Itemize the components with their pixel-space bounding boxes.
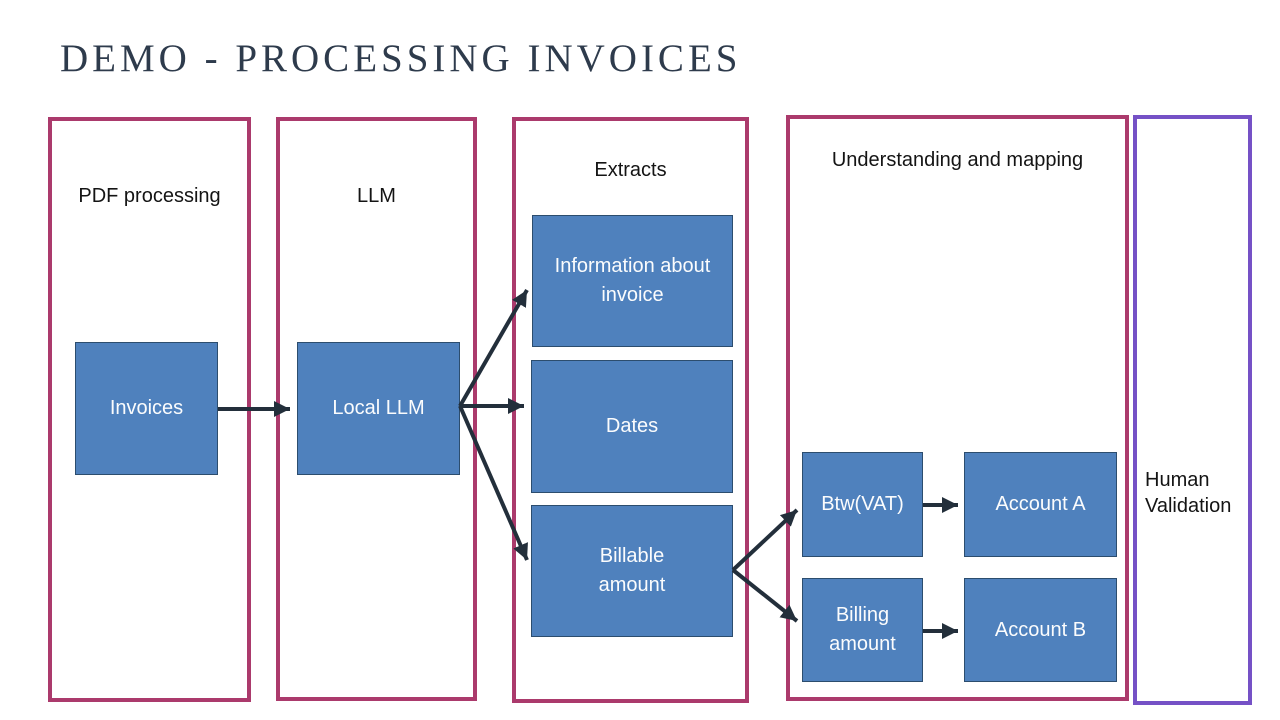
node-local-llm: Local LLM: [297, 342, 460, 475]
column-extracts-label: Extracts: [594, 159, 667, 181]
node-billing-amount: Billing amount: [802, 578, 923, 682]
node-btw-vat-label: Btw(VAT): [821, 493, 904, 515]
node-billable-amount: Billable amount: [531, 505, 733, 637]
column-pdf-processing-label: PDF processing: [78, 185, 221, 207]
column-human-validation-label: Human Validation: [1145, 469, 1232, 517]
node-dates-label: Dates: [605, 415, 659, 437]
node-account-b-label: Account B: [994, 618, 1087, 641]
node-billable-amount-label: Billable amount: [598, 545, 666, 596]
node-account-a: Account A: [964, 452, 1117, 557]
node-dates: Dates: [531, 360, 733, 493]
node-account-b: Account B: [964, 578, 1117, 682]
column-llm-label: LLM: [357, 185, 396, 207]
node-account-a-label: Account A: [995, 493, 1086, 515]
column-human-validation: Human Validation: [1133, 115, 1252, 705]
node-invoices: Invoices: [75, 342, 218, 475]
column-understanding-mapping: Understanding and mapping: [786, 115, 1129, 701]
node-invoices-label: Invoices: [109, 397, 184, 419]
slide-title: DEMO - PROCESSING INVOICES: [60, 37, 742, 80]
node-billing-amount-label: Billing amount: [829, 604, 896, 655]
node-btw-vat: Btw(VAT): [802, 452, 923, 557]
column-understanding-mapping-label: Understanding and mapping: [831, 149, 1084, 171]
node-information-about-invoice-label: Information about invoice: [554, 255, 711, 306]
node-local-llm-label: Local LLM: [332, 397, 425, 419]
node-information-about-invoice: Information about invoice: [532, 215, 733, 347]
